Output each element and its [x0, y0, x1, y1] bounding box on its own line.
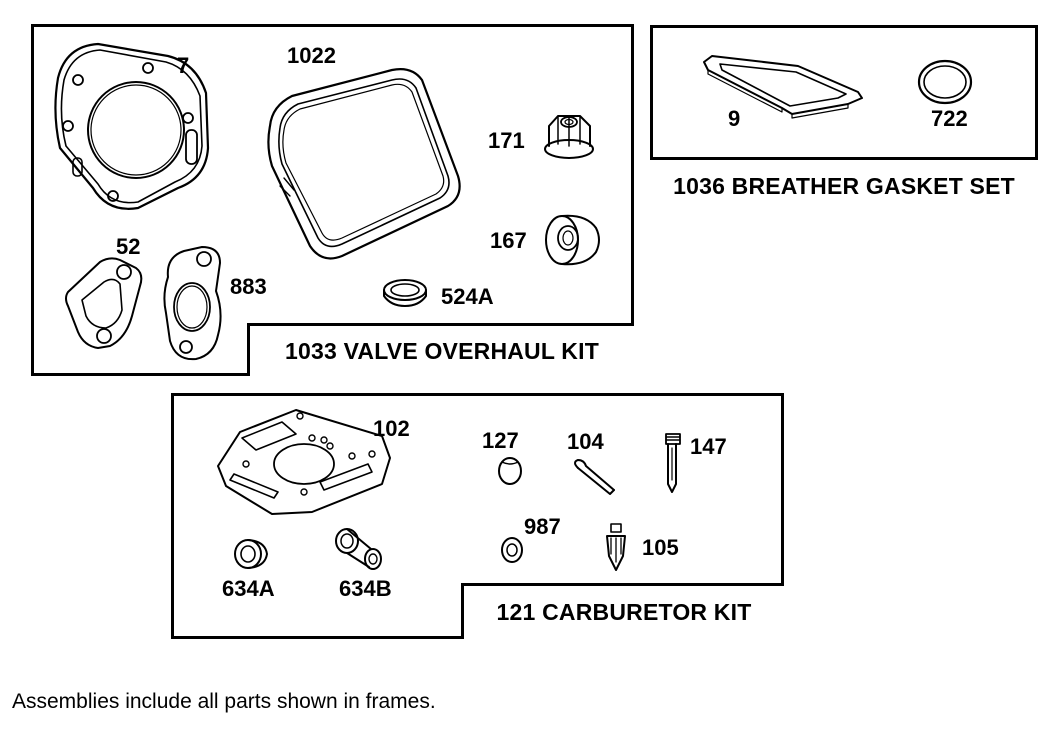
part-number-634a: 634A	[222, 576, 275, 601]
float-needle-icon	[606, 523, 626, 571]
intake-gasket-icon	[163, 246, 222, 361]
assembly-footnote: Assemblies include all parts shown in fr…	[12, 690, 436, 713]
pin-icon	[574, 459, 615, 495]
carburetor-kit-frame: 121 CARBURETOR KIT	[171, 393, 784, 639]
part-number-9: 9	[728, 106, 741, 131]
part-number-104: 104	[567, 429, 604, 454]
part-number-171: 171	[488, 128, 525, 153]
part-number-634b: 634B	[339, 576, 392, 601]
washer-icon	[501, 537, 523, 563]
valve-seal-icon	[545, 214, 600, 266]
valve-overhaul-kit-label: 1033 VALVE OVERHAUL KIT	[247, 323, 634, 376]
o-ring-icon	[917, 59, 973, 105]
part-number-1022: 1022	[287, 43, 336, 68]
welch-plug-icon	[498, 457, 522, 485]
part-number-105: 105	[642, 535, 679, 560]
part-number-722: 722	[931, 106, 968, 131]
part-number-524a: 524A	[441, 284, 494, 309]
flange-nut-icon	[544, 115, 594, 159]
breather-gasket-set-frame: 1036 BREATHER GASKET SET	[650, 25, 1038, 213]
part-number-7: 7	[177, 53, 190, 78]
breather-gasket-set-label: 1036 BREATHER GASKET SET	[650, 157, 1038, 213]
cylinder-head-gasket-icon	[54, 42, 210, 210]
bushing-icon	[234, 539, 268, 569]
part-number-883: 883	[230, 274, 267, 299]
intake-gasket-icon	[65, 257, 143, 349]
part-number-987: 987	[524, 514, 561, 539]
part-number-52: 52	[116, 234, 141, 259]
part-number-102: 102	[373, 416, 410, 441]
oil-seal-icon	[383, 279, 427, 307]
emulsion-tube-icon	[665, 433, 681, 493]
part-number-167: 167	[490, 228, 527, 253]
carburetor-gasket-icon	[217, 409, 391, 515]
carburetor-kit-label: 121 CARBURETOR KIT	[461, 583, 784, 639]
sleeve-icon	[335, 528, 382, 570]
valve-cover-gasket-icon	[267, 68, 461, 260]
part-number-127: 127	[482, 428, 519, 453]
breather-gasket-icon	[703, 55, 863, 119]
part-number-147: 147	[690, 434, 727, 459]
